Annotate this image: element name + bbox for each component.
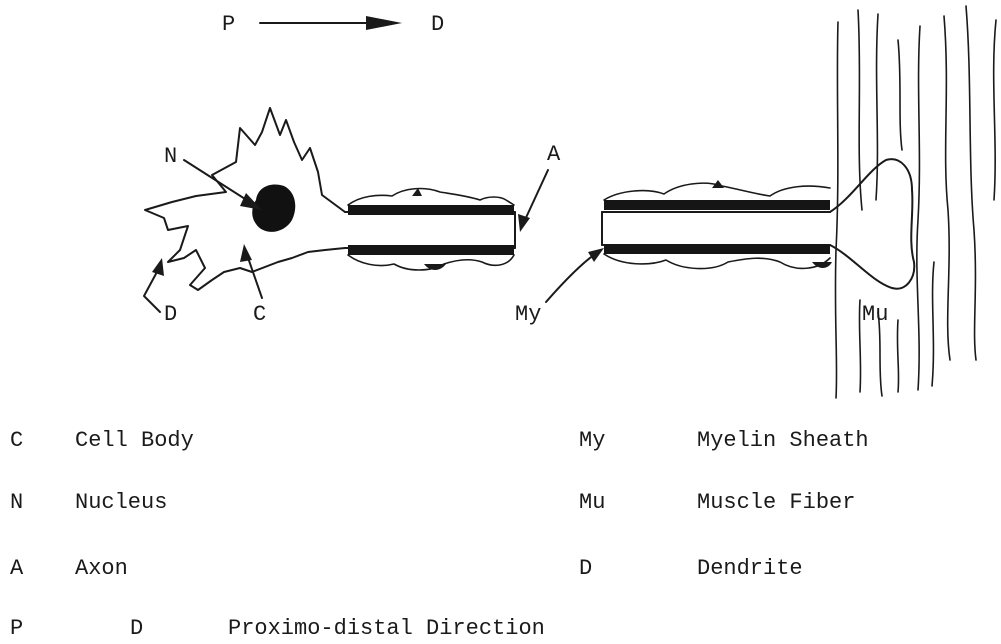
myelin-right-bottom-sheath (604, 254, 830, 269)
legend-direction-term: Proximo-distal Direction (228, 616, 545, 642)
myelin-arrowhead (588, 248, 604, 262)
legend-term-muscle: Muscle Fiber (697, 490, 855, 516)
muscle-fibers (835, 6, 996, 398)
axon-pointer (524, 170, 548, 222)
myelin-right-bottom-band (604, 244, 830, 254)
cell-body-label: C (253, 302, 266, 327)
legend-abbr-myelin: My (579, 428, 605, 454)
dendrite-label: D (164, 302, 177, 327)
dendrite-arrowhead (152, 258, 164, 276)
legend-term-myelin: Myelin Sheath (697, 428, 869, 454)
myelin-label: My (515, 302, 541, 327)
dendrite-pointer (144, 270, 160, 312)
legend-abbr-dendrite: D (579, 556, 592, 582)
axon-terminal (830, 159, 914, 288)
legend-abbr-muscle: Mu (579, 490, 605, 516)
legend-term-axon: Axon (75, 556, 128, 582)
nucleus-label: N (164, 144, 177, 169)
myelin-pointer (546, 252, 598, 302)
myelin-left-top-sheath (348, 189, 514, 205)
muscle-label: Mu (862, 302, 888, 327)
legend-direction-from: P (10, 616, 23, 642)
cell-body-arrowhead (240, 244, 252, 262)
legend-term-dendrite: Dendrite (697, 556, 803, 582)
legend-term-nucleus: Nucleus (75, 490, 167, 516)
legend-abbr-cell-body: C (10, 428, 23, 454)
legend-direction-to: D (130, 616, 143, 642)
axon-label: A (547, 142, 561, 167)
legend-abbr-nucleus: N (10, 490, 23, 516)
direction-from-label: P (222, 12, 235, 37)
legend-term-cell-body: Cell Body (75, 428, 194, 454)
myelin-right-top-band (604, 200, 830, 210)
axon-arrowhead (518, 214, 530, 232)
direction-to-label: D (431, 12, 444, 37)
myelin-left-top-band (348, 205, 514, 215)
legend-abbr-axon: A (10, 556, 23, 582)
direction-arrowhead (366, 16, 402, 30)
myelin-left-bottom-band (348, 245, 514, 255)
